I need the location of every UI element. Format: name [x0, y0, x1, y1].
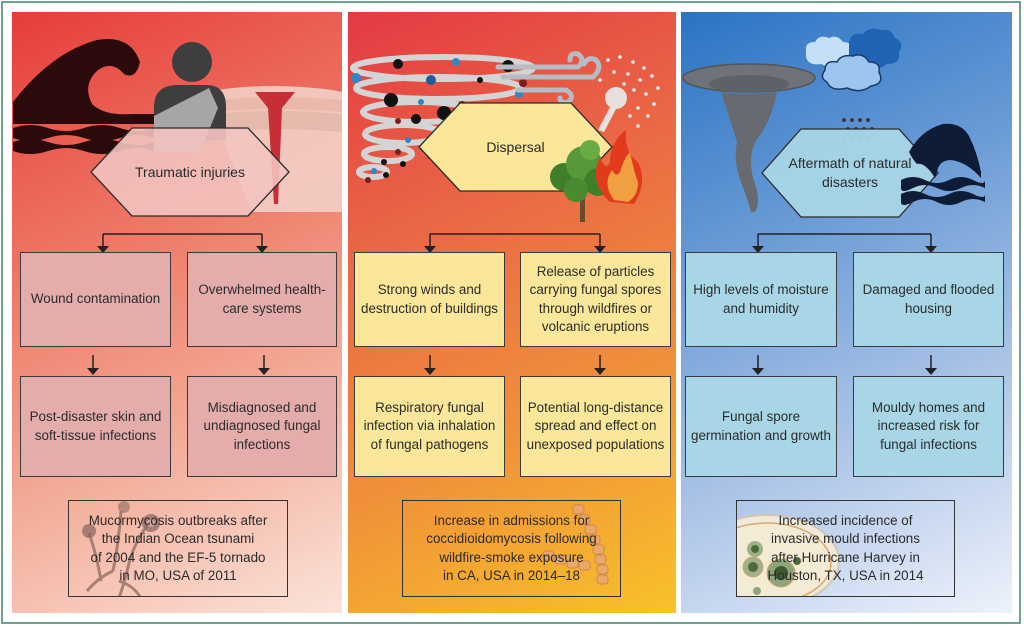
example-line: Mucormycosis outbreaks after	[88, 512, 268, 528]
cause-box: Damaged and flooded housing	[853, 252, 1004, 347]
rain-clouds-icon	[805, 28, 902, 140]
example-line: of 2004 and the EF-5 tornado	[90, 549, 266, 565]
effect-text: Post-disaster skin and soft-tissue infec…	[29, 409, 162, 443]
example-box: Increase in admissions for coccidioidomy…	[402, 500, 621, 597]
mucor-fungus-icon	[82, 501, 160, 596]
cause-box: Wound contamination	[20, 252, 171, 347]
effect-box: Fungal spore germination and growth	[685, 376, 837, 477]
effect-text: Misdiagnosed and undiagnosed fungal infe…	[203, 399, 321, 452]
header-label: Aftermath of natural disasters	[788, 155, 912, 190]
effect-box: Respiratory fungal infection via inhalat…	[354, 376, 505, 477]
effect-box: Mouldy homes and increased risk for fung…	[853, 376, 1004, 477]
effect-text: Fungal spore germination and growth	[691, 409, 831, 443]
example-line: coccidioidomycosis following	[426, 531, 597, 546]
example-line: the Indian Ocean tsunami	[101, 531, 255, 546]
panel-traumatic-injuries: Traumatic injuries Wound contamination O…	[12, 12, 342, 613]
panel-dispersal: Dispersal Strong winds and dest	[348, 12, 676, 613]
arthroconidia-chain-icon	[542, 504, 609, 585]
cause-box: Strong winds and destruction of building…	[354, 252, 505, 347]
header-hexagon: Dispersal	[418, 102, 613, 192]
example-text: Increase in admissions for coccidioidomy…	[426, 512, 596, 586]
petri-dish-icon	[737, 514, 840, 596]
effect-box: Potential long-distance spread and effec…	[520, 376, 671, 477]
example-text: Increased incidence of invasive mould in…	[767, 512, 923, 586]
cause-text: Release of particles carrying fungal spo…	[529, 263, 662, 335]
cause-text: Wound contamination	[30, 291, 161, 307]
effect-text: Mouldy homes and increased risk for fung…	[871, 399, 986, 452]
cause-text: High levels of moisture and humidity	[693, 282, 829, 316]
header-label: Dispersal	[486, 138, 545, 155]
header-hexagon: Traumatic injuries	[90, 127, 290, 217]
example-box: Increased incidence of invasive mould in…	[736, 500, 955, 597]
cause-text: Overwhelmed health-care systems	[198, 282, 326, 316]
cause-text: Strong winds and destruction of building…	[361, 282, 498, 316]
example-line: Increase in admissions for	[433, 512, 590, 528]
example-line: Houston, TX, USA in 2014	[767, 568, 924, 583]
example-line: Increased incidence of	[778, 512, 913, 528]
effect-text: Potential long-distance spread and effec…	[526, 399, 665, 452]
panel-aftermath: Aftermath of natural disasters High leve…	[681, 12, 1012, 613]
effect-box: Misdiagnosed and undiagnosed fungal infe…	[187, 376, 337, 477]
cause-text: Damaged and flooded housing	[862, 282, 995, 316]
cause-box: Release of particles carrying fungal spo…	[520, 252, 671, 347]
effect-text: Respiratory fungal infection via inhalat…	[363, 399, 496, 452]
cause-box: High levels of moisture and humidity	[685, 252, 837, 347]
cause-box: Overwhelmed health-care systems	[187, 252, 337, 347]
example-line: after Hurricane Harvey in	[771, 549, 920, 565]
header-hexagon: Aftermath of natural disasters	[761, 128, 939, 218]
example-line: in CA, USA in 2014–18	[443, 568, 580, 583]
example-line: in MO, USA of 2011	[119, 568, 237, 583]
example-line: wildfire-smoke exposure	[439, 549, 584, 565]
example-text: Mucormycosis outbreaks after the Indian …	[89, 512, 268, 586]
header-label: Traumatic injuries	[135, 163, 245, 180]
example-box: Mucormycosis outbreaks after the Indian …	[68, 500, 288, 597]
effect-box: Post-disaster skin and soft-tissue infec…	[20, 376, 171, 477]
wind-icon	[495, 51, 602, 105]
example-line: invasive mould infections	[771, 531, 920, 546]
